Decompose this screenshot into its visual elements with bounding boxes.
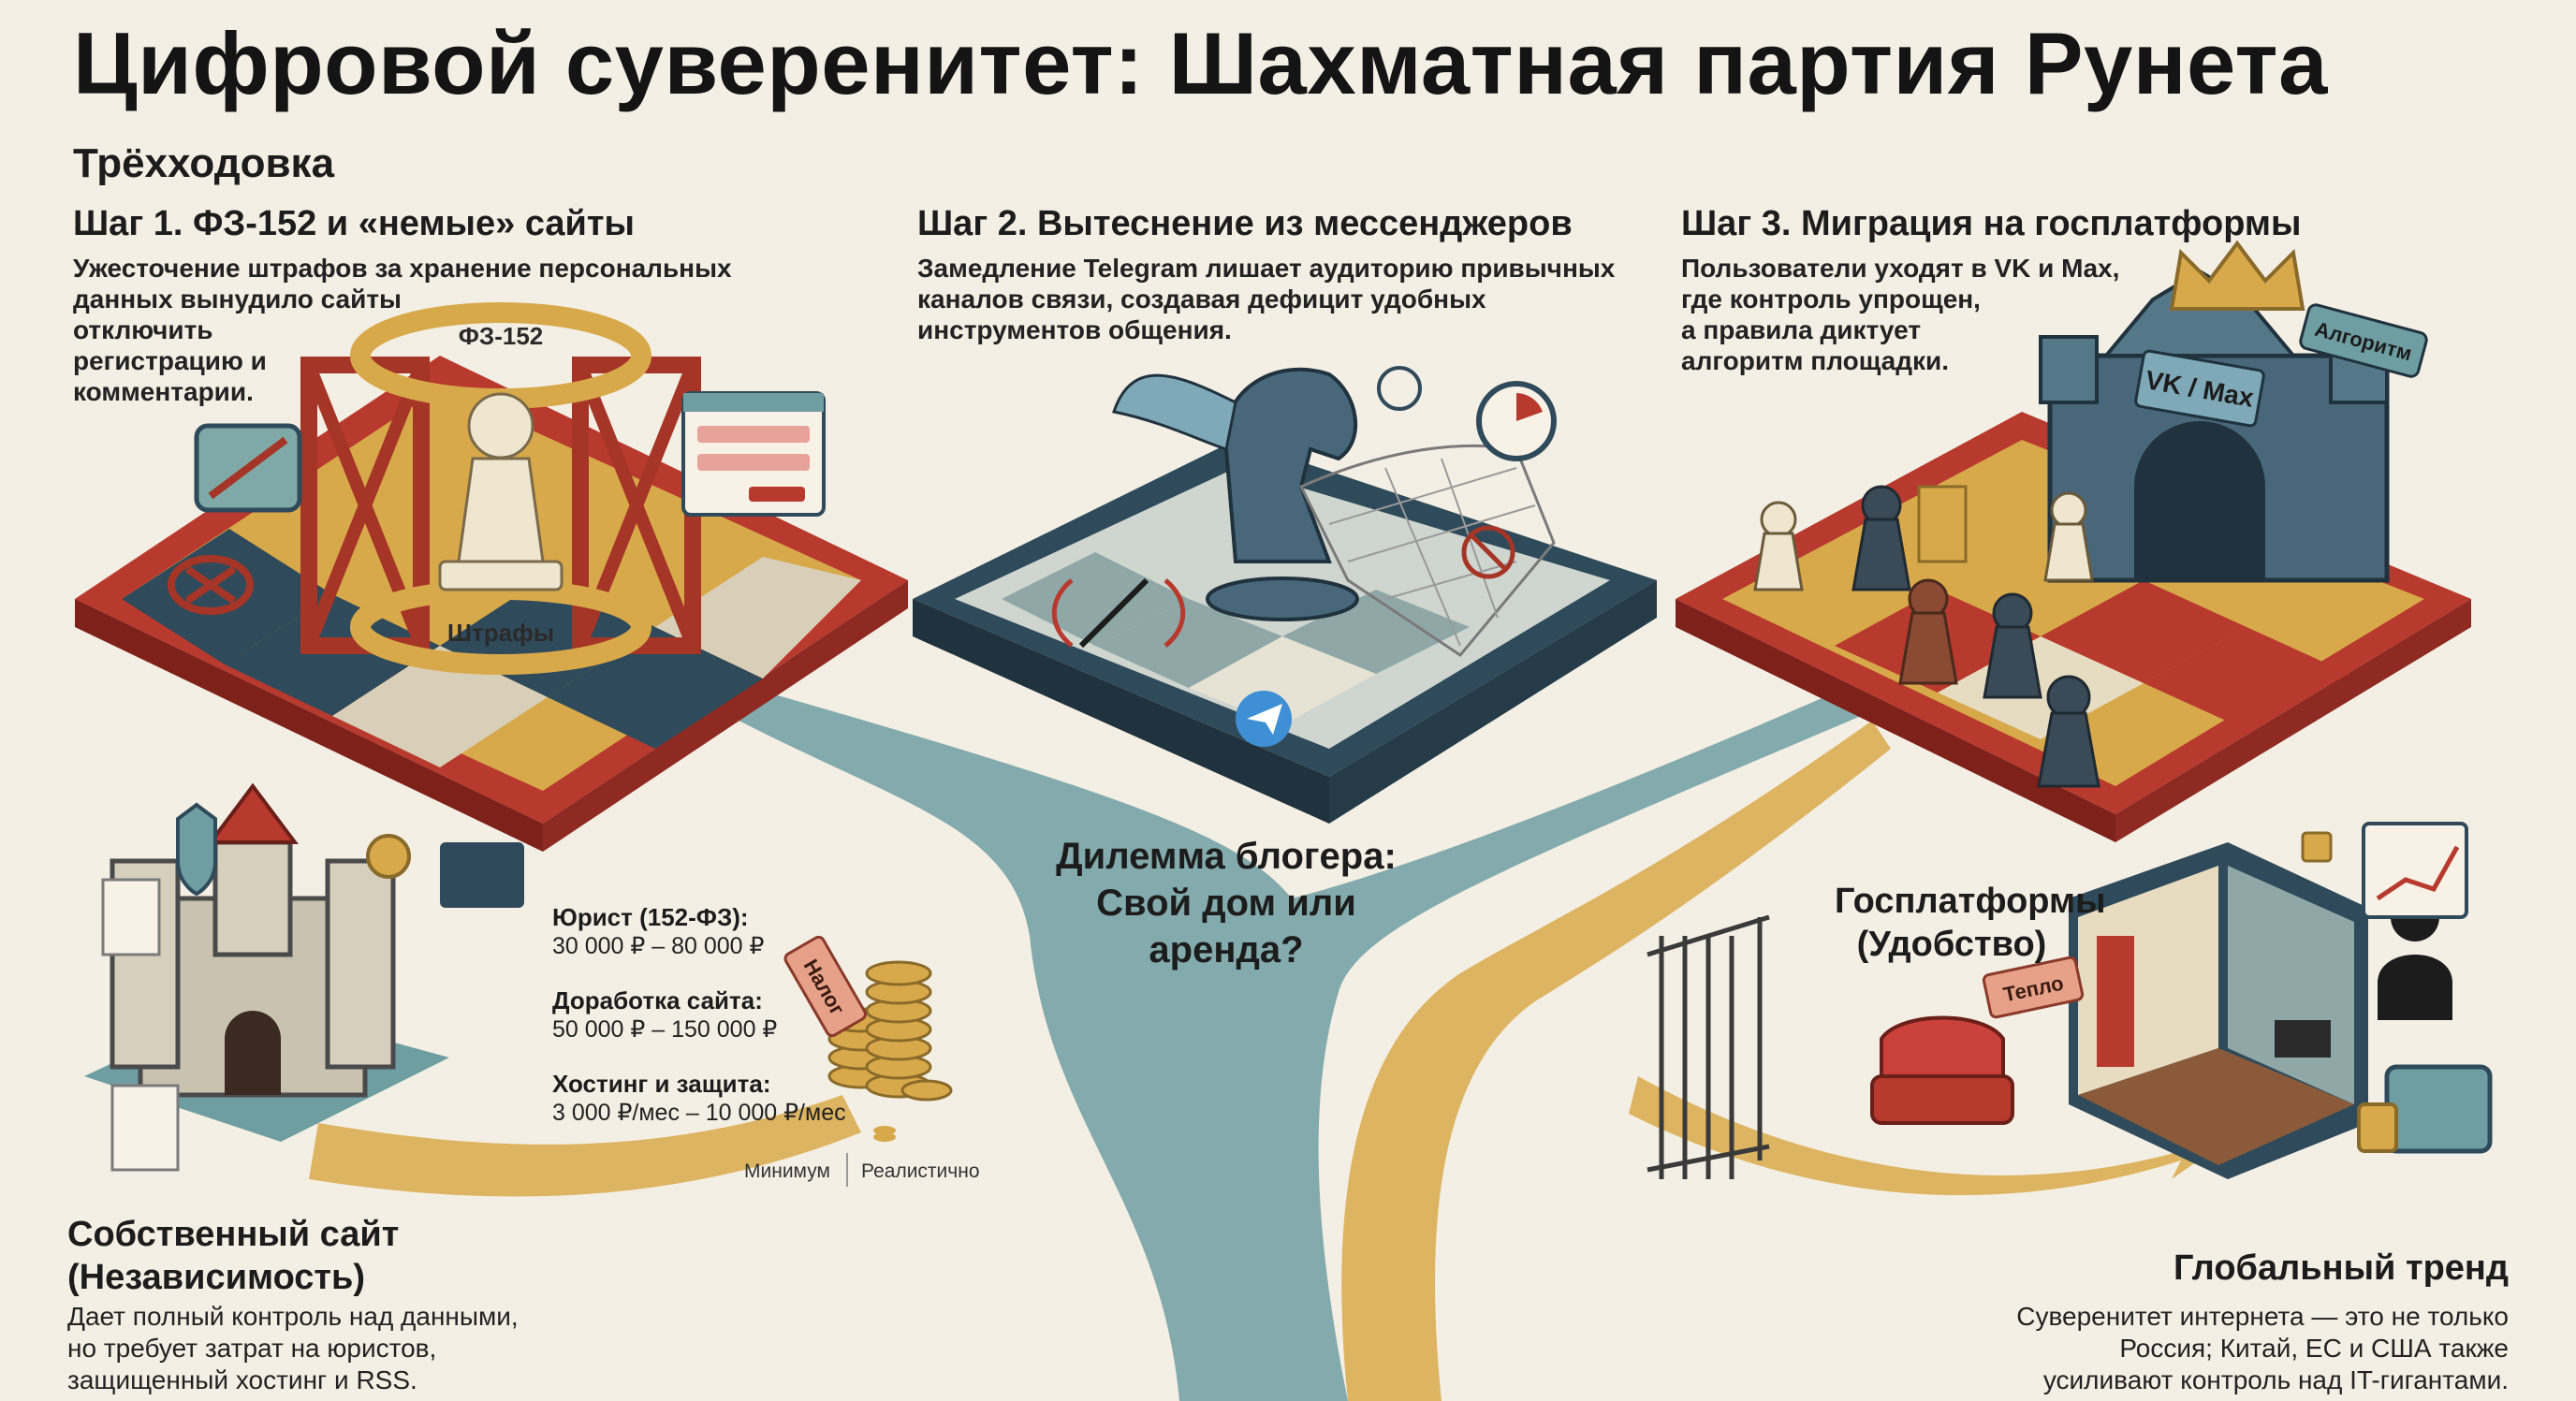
step-3-heading: Шаг 3. Миграция на госплатформы — [1681, 204, 2302, 243]
branching-road — [309, 693, 2218, 1401]
board-step-1: ФЗ-152 Штрафы — [75, 302, 908, 852]
cost-list: Юрист (152-ФЗ): 30 000 ₽ – 80 000 ₽ Дора… — [552, 903, 846, 1127]
gov-platforms-heading: Госплатформы(Удобство) — [1835, 882, 2106, 964]
step-3-text: Пользователи уходят в VK и Max,где контр… — [1681, 254, 2120, 375]
fines-ribbon-label: Штрафы — [447, 619, 554, 647]
board-step-3: VK / Max Алгоритм — [1676, 240, 2471, 842]
step-2-text: Замедление Telegram лишает аудиторию при… — [917, 254, 1616, 344]
page-title: Цифровой суверенитет: Шахматная партия Р… — [73, 14, 2328, 112]
own-site-heading: Собственный сайт(Независимость) — [67, 1215, 400, 1297]
step-1-text: Ужесточение штрафов за хранение персонал… — [73, 254, 732, 406]
own-site-castle — [84, 782, 524, 1172]
global-trend-heading: Глобальный тренд — [2174, 1248, 2509, 1288]
legend-real: Реалистично — [861, 1160, 980, 1182]
gov-tag: Тепло — [1982, 956, 2085, 1019]
dilemma-title: Дилемма блогера:Свой дом или аренда? — [1056, 836, 1397, 970]
cost-lawyer-label: Юрист (152-ФЗ): — [552, 903, 749, 931]
own-site-text: Дает полный контроль над данными,но треб… — [67, 1302, 519, 1394]
board-step-2 — [913, 366, 1657, 824]
cost-hosting-value: 3 000 ₽/мес – 10 000 ₽/мес — [552, 1100, 846, 1126]
page-subtitle: Трёхходовка — [73, 140, 335, 186]
legend-swatch — [846, 1126, 896, 1187]
step-1-heading: Шаг 1. ФЗ-152 и «немые» сайты — [73, 204, 635, 243]
cost-dev-label: Доработка сайта: — [552, 986, 763, 1014]
cost-lawyer-value: 30 000 ₽ – 80 000 ₽ — [552, 933, 765, 959]
law-ribbon-label: ФЗ-152 — [459, 322, 544, 350]
cost-dev-value: 50 000 ₽ – 150 000 ₽ — [552, 1016, 778, 1043]
step-2-heading: Шаг 2. Вытеснение из мессенджеров — [917, 204, 1573, 243]
gov-platform-room — [1647, 822, 2493, 1179]
legend-min: Минимум — [744, 1160, 830, 1182]
cost-hosting-label: Хостинг и защита: — [552, 1070, 771, 1098]
